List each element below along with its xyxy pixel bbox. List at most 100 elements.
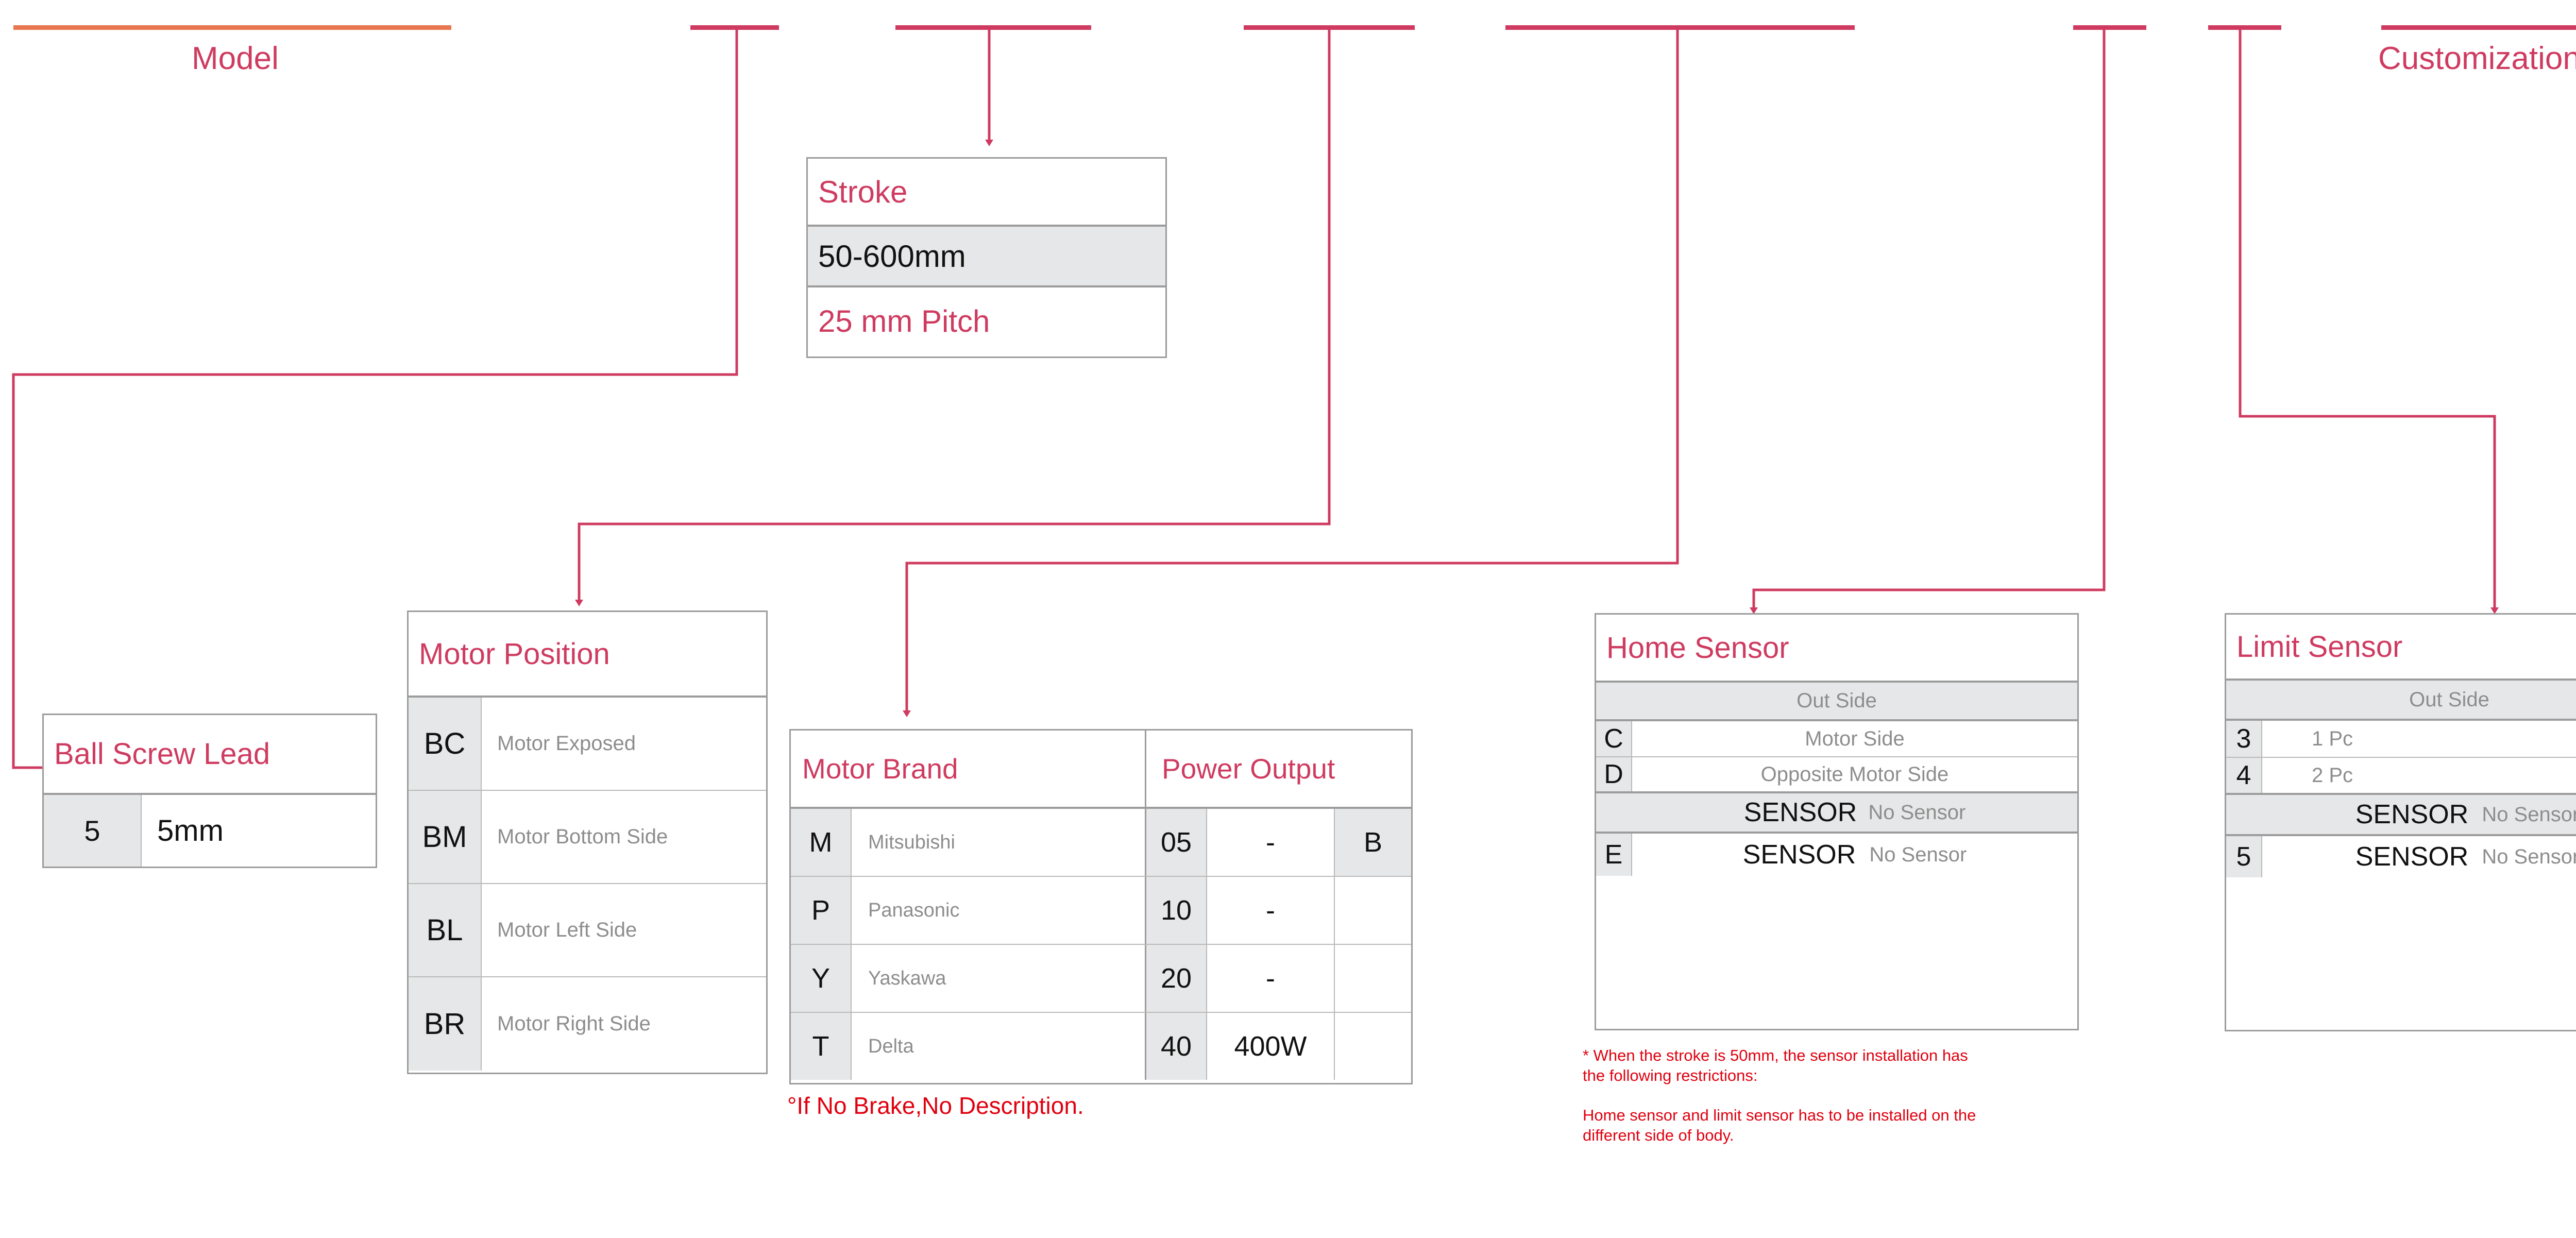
- limit-sensor-code: 5: [2226, 836, 2262, 877]
- table-row[interactable]: E SENSOR No Sensor: [1596, 834, 2077, 876]
- limit-sensor-sensor-cell: SENSOR No Sensor: [2262, 836, 2576, 877]
- brake-code: B: [1335, 809, 1411, 876]
- table-row[interactable]: M Mitsubishi 05 - B: [791, 809, 1411, 877]
- home-sensor-code: E: [1596, 834, 1632, 876]
- table-row[interactable]: P Panasonic 10 -: [791, 877, 1411, 945]
- motor-brand-box: Motor Brand Power Output M Mitsubishi 05…: [789, 729, 1413, 1084]
- motor-position-code: BL: [409, 884, 482, 976]
- power-output-value: -: [1207, 945, 1335, 1012]
- stroke-range-value: 50-600mm: [808, 227, 1165, 285]
- motor-position-code: BC: [409, 698, 482, 790]
- motor-brand-code: P: [791, 877, 852, 944]
- leader-bar-model: [13, 25, 451, 30]
- limit-sensor-code: 3: [2226, 721, 2262, 757]
- motor-position-code: BR: [409, 977, 482, 1071]
- home-sensor-title: Home Sensor: [1596, 615, 2077, 683]
- limit-sensor-title: Limit Sensor: [2226, 615, 2576, 681]
- home-sensor-desc: No Sensor: [1869, 843, 1967, 866]
- stroke-box: Stroke 50-600mm 25 mm Pitch: [806, 157, 1167, 358]
- power-output-code: 05: [1146, 809, 1207, 876]
- limit-sensor-subhead-label: Out Side: [2409, 688, 2489, 711]
- power-output-code: 10: [1146, 877, 1207, 944]
- limit-sensor-desc: No Sensor: [2482, 803, 2576, 826]
- power-output-code: 20: [1146, 945, 1207, 1012]
- ball-screw-lead-code: 5: [44, 795, 142, 867]
- motor-position-desc: Motor Right Side: [482, 977, 766, 1071]
- home-sensor-code: [1596, 793, 1632, 832]
- home-sensor-sensor-label: SENSOR: [1743, 798, 1857, 827]
- leader-bar-limit-sensor: [2208, 25, 2281, 30]
- motor-brand-name: Delta: [852, 1013, 1146, 1080]
- home-sensor-subhead-label: Out Side: [1797, 689, 1877, 712]
- sensor-restriction-footnote: * When the stroke is 50mm, the sensor in…: [1583, 1046, 1976, 1144]
- home-sensor-subhead: Out Side: [1596, 683, 2077, 721]
- home-sensor-desc: No Sensor: [1868, 801, 1966, 824]
- motor-position-desc: Motor Left Side: [482, 884, 766, 976]
- home-sensor-code: C: [1596, 721, 1632, 756]
- motor-brand-title: Motor Brand: [791, 731, 1146, 807]
- motor-position-desc: Motor Bottom Side: [482, 791, 766, 883]
- ball-screw-lead-box: Ball Screw Lead 5 5mm: [42, 714, 377, 868]
- table-row[interactable]: BM Motor Bottom Side: [409, 791, 766, 884]
- table-row[interactable]: SENSOR No Sensor: [2226, 795, 2576, 836]
- leader-bar-motor-position: [1244, 25, 1415, 30]
- motor-position-title: Motor Position: [409, 612, 766, 698]
- motor-brand-code: T: [791, 1013, 852, 1080]
- power-output-value: -: [1207, 809, 1335, 876]
- motor-brand-code: M: [791, 809, 852, 876]
- limit-sensor-desc: No Sensor: [2482, 845, 2576, 868]
- table-row[interactable]: C Motor Side: [1596, 721, 2077, 757]
- motor-brand-code: Y: [791, 945, 852, 1012]
- power-output-value: 400W: [1207, 1013, 1335, 1080]
- limit-sensor-subhead: Out Side: [2226, 681, 2576, 721]
- leader-bar-stroke: [895, 25, 1091, 30]
- table-row[interactable]: BC Motor Exposed: [409, 698, 766, 791]
- ball-screw-lead-desc: 5mm: [157, 814, 224, 847]
- ball-screw-lead-row[interactable]: 5 5mm: [44, 795, 376, 867]
- table-row[interactable]: BR Motor Right Side: [409, 977, 766, 1071]
- home-sensor-sensor-cell: SENSOR No Sensor: [1632, 834, 2077, 876]
- limit-sensor-desc: 1 Pc: [2262, 721, 2576, 757]
- power-output-title: Power Output: [1162, 753, 1335, 785]
- motor-brake-footnote: °If No Brake,No Description.: [787, 1092, 1084, 1119]
- table-row[interactable]: 5 SENSOR No Sensor: [2226, 836, 2576, 877]
- stroke-row[interactable]: 25 mm Pitch: [808, 287, 1165, 354]
- brake-code: [1335, 945, 1411, 1012]
- brake-code: [1335, 877, 1411, 944]
- limit-sensor-desc: 2 Pc: [2262, 758, 2576, 793]
- table-row[interactable]: Y Yaskawa 20 -: [791, 945, 1411, 1013]
- label-model: Model: [192, 41, 279, 76]
- leader-bar-motor-brand: [1505, 25, 1855, 30]
- leader-bar-home-sensor: [2073, 25, 2146, 30]
- ball-screw-lead-title: Ball Screw Lead: [44, 715, 376, 795]
- home-sensor-code: D: [1596, 757, 1632, 791]
- home-sensor-sensor-label: SENSOR: [1742, 840, 1856, 870]
- table-row[interactable]: D Opposite Motor Side: [1596, 757, 2077, 793]
- power-output-value: -: [1207, 877, 1335, 944]
- label-customization-order-no: Customization Order No.: [2378, 41, 2576, 76]
- limit-sensor-box: Limit Sensor Out Side 3 1 Pc 4 2 Pc SENS…: [2225, 613, 2576, 1031]
- home-sensor-sensor-cell: SENSOR No Sensor: [1632, 793, 2077, 832]
- power-output-code: 40: [1146, 1013, 1207, 1080]
- table-row[interactable]: BL Motor Left Side: [409, 884, 766, 977]
- motor-brand-name: Yaskawa: [852, 945, 1146, 1012]
- table-row[interactable]: 3 1 Pc: [2226, 721, 2576, 758]
- motor-brand-name: Panasonic: [852, 877, 1146, 944]
- motor-brand-header: Motor Brand Power Output: [791, 731, 1411, 809]
- stroke-title: Stroke: [808, 159, 1165, 227]
- table-row[interactable]: SENSOR No Sensor: [1596, 793, 2077, 834]
- motor-position-desc: Motor Exposed: [482, 698, 766, 790]
- motor-brand-name: Mitsubishi: [852, 809, 1146, 876]
- limit-sensor-sensor-label: SENSOR: [2355, 800, 2469, 829]
- limit-sensor-sensor-cell: SENSOR No Sensor: [2262, 795, 2576, 834]
- limit-sensor-code: [2226, 795, 2262, 834]
- leader-bar-ball-screw-lead: [690, 25, 779, 30]
- home-sensor-desc: Motor Side: [1632, 721, 2077, 756]
- stroke-row[interactable]: 50-600mm: [808, 227, 1165, 287]
- table-row[interactable]: T Delta 40 400W: [791, 1013, 1411, 1080]
- motor-position-code: BM: [409, 791, 482, 883]
- brake-code: [1335, 1013, 1411, 1080]
- motor-position-box: Motor Position BC Motor Exposed BM Motor…: [407, 610, 768, 1074]
- table-row[interactable]: 4 2 Pc: [2226, 758, 2576, 795]
